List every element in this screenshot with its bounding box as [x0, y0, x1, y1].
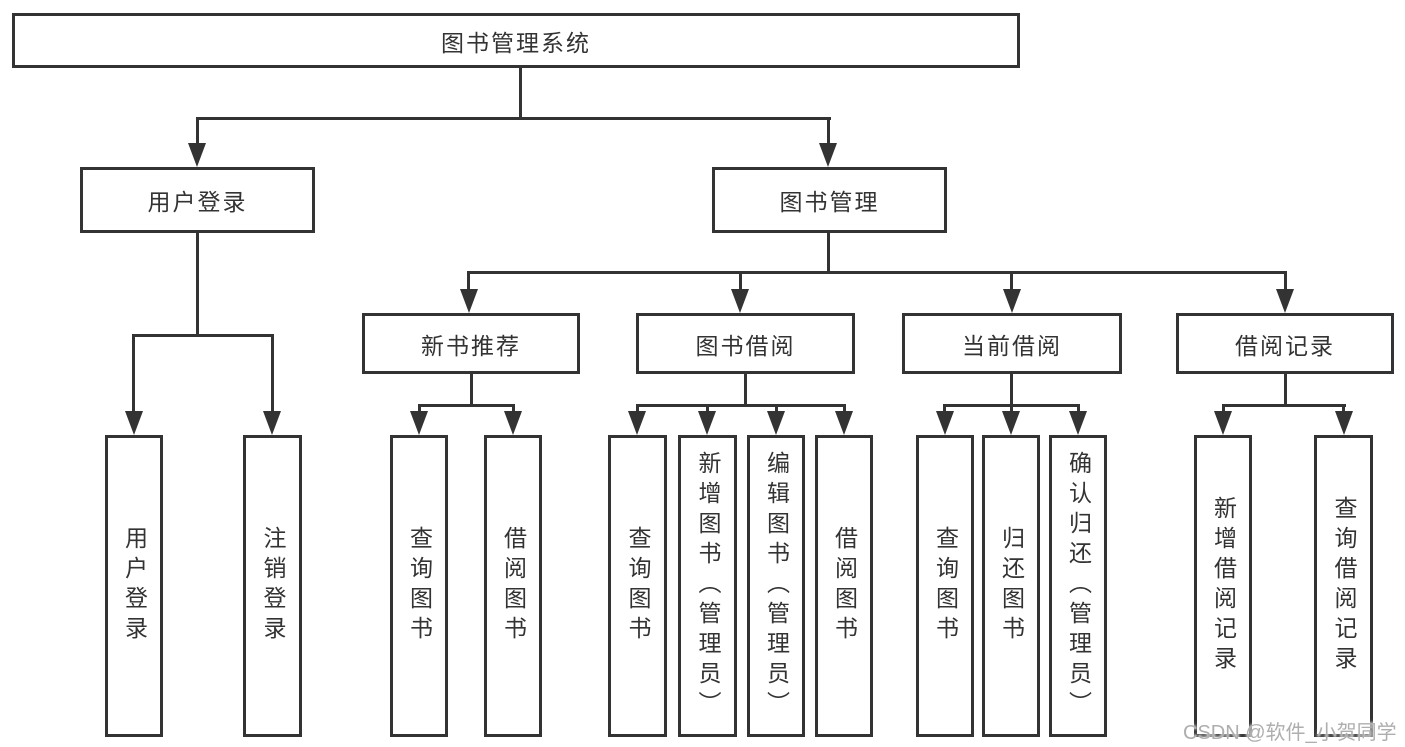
arrowhead-down: [188, 143, 206, 167]
connector-line: [827, 233, 830, 274]
leaf-borrow-books-borrowing-label: 借阅图书: [831, 526, 858, 646]
leaf-confirm-return-admin-label: 确认归还（管理员）: [1065, 451, 1092, 721]
connector-line: [1010, 404, 1013, 414]
connector-line: [1222, 404, 1346, 407]
leaf-confirm-return-admin: 确认归还（管理员）: [1049, 435, 1107, 737]
node-user-login-label: 用户登录: [147, 189, 248, 215]
node-book-borrowing: 图书借阅: [636, 313, 855, 374]
node-current-borrowing: 当前借阅: [902, 313, 1122, 374]
connector-line: [636, 404, 846, 407]
leaf-add-borrow-record: 新增借阅记录: [1194, 435, 1252, 737]
arrowhead-down: [410, 411, 428, 435]
connector-line: [706, 404, 709, 414]
node-user-login: 用户登录: [80, 167, 315, 233]
connector-line: [512, 404, 515, 414]
connector-line: [1342, 404, 1345, 414]
node-root-label: 图书管理系统: [441, 29, 591, 56]
arrowhead-down: [1276, 289, 1294, 313]
leaf-query-books-borrowing-label: 查询图书: [625, 526, 651, 646]
connector-line: [196, 117, 831, 120]
node-book-management-label: 图书管理: [779, 189, 880, 215]
leaf-return-books: 归还图书: [982, 435, 1040, 737]
leaf-add-book-admin: 新增图书（管理员）: [678, 435, 737, 737]
connector-line: [132, 334, 274, 337]
leaf-borrow-books-recommend-label: 借阅图书: [500, 526, 527, 646]
connector-line: [744, 374, 747, 407]
leaf-add-borrow-record-label: 新增借阅记录: [1210, 496, 1237, 676]
node-borrowing-records: 借阅记录: [1176, 313, 1394, 374]
connector-line: [418, 404, 421, 414]
arrowhead-down: [1214, 411, 1232, 435]
leaf-query-books-recommend-label: 查询图书: [406, 526, 433, 646]
leaf-user-login-label: 用户登录: [121, 526, 148, 646]
arrowhead-down: [1335, 411, 1353, 435]
node-borrowing-records-label: 借阅记录: [1235, 332, 1335, 359]
leaf-query-borrow-record: 查询借阅记录: [1314, 435, 1373, 737]
connector-line: [1077, 404, 1080, 414]
leaf-borrow-books-recommend: 借阅图书: [484, 435, 542, 737]
leaf-query-borrow-record-label: 查询借阅记录: [1331, 496, 1357, 676]
arrowhead-down: [460, 289, 478, 313]
arrowhead-down: [263, 411, 281, 435]
connector-line: [775, 404, 778, 414]
connector-line: [271, 334, 274, 414]
connector-line: [196, 117, 199, 147]
connector-line: [418, 404, 515, 407]
connector-line: [132, 334, 135, 414]
node-new-book-recommend: 新书推荐: [362, 313, 580, 374]
connector-line: [636, 404, 639, 414]
arrowhead-down: [1069, 411, 1087, 435]
connector-line: [827, 117, 830, 147]
connector-line: [196, 233, 199, 337]
leaf-edit-book-admin: 编辑图书（管理员）: [747, 435, 805, 737]
arrowhead-down: [698, 411, 716, 435]
node-book-borrowing-label: 图书借阅: [695, 332, 796, 359]
arrowhead-down: [936, 411, 954, 435]
leaf-logout: 注销登录: [243, 435, 302, 737]
node-current-borrowing-label: 当前借阅: [962, 332, 1062, 359]
leaf-logout-label: 注销登录: [260, 526, 286, 646]
leaf-borrow-books-borrowing: 借阅图书: [815, 435, 873, 737]
arrowhead-down: [1003, 289, 1021, 313]
leaf-query-books-recommend: 查询图书: [390, 435, 448, 737]
leaf-query-books-borrowing: 查询图书: [608, 435, 667, 737]
csdn-watermark: CSDN @软件_小贺同学: [1183, 722, 1397, 744]
connector-line: [1284, 271, 1287, 292]
connector-line: [1222, 404, 1225, 414]
connector-line: [1010, 271, 1013, 292]
arrowhead-down: [731, 289, 749, 313]
leaf-user-login: 用户登录: [105, 435, 163, 737]
connector-line: [467, 271, 1287, 274]
node-root: 图书管理系统: [12, 13, 1020, 68]
connector-line: [843, 404, 846, 414]
connector-line: [943, 404, 946, 414]
leaf-query-books-current: 查询图书: [916, 435, 974, 737]
connector-line: [1010, 374, 1013, 407]
node-book-management: 图书管理: [712, 167, 947, 233]
connector-line: [467, 271, 470, 292]
leaf-edit-book-admin-label: 编辑图书（管理员）: [763, 451, 790, 721]
connector-line: [739, 271, 742, 292]
leaf-return-books-label: 归还图书: [998, 526, 1025, 646]
arrowhead-down: [767, 411, 785, 435]
arrowhead-down: [628, 411, 646, 435]
leaf-add-book-admin-label: 新增图书（管理员）: [695, 451, 721, 721]
arrowhead-down: [819, 143, 837, 167]
connector-line: [1284, 374, 1287, 407]
leaf-query-books-current-label: 查询图书: [932, 526, 959, 646]
connector-line: [519, 68, 522, 120]
arrowhead-down: [1002, 411, 1020, 435]
connector-line: [470, 374, 473, 407]
arrowhead-down: [125, 411, 143, 435]
node-new-book-recommend-label: 新书推荐: [421, 332, 521, 359]
arrowhead-down: [504, 411, 522, 435]
arrowhead-down: [835, 411, 853, 435]
